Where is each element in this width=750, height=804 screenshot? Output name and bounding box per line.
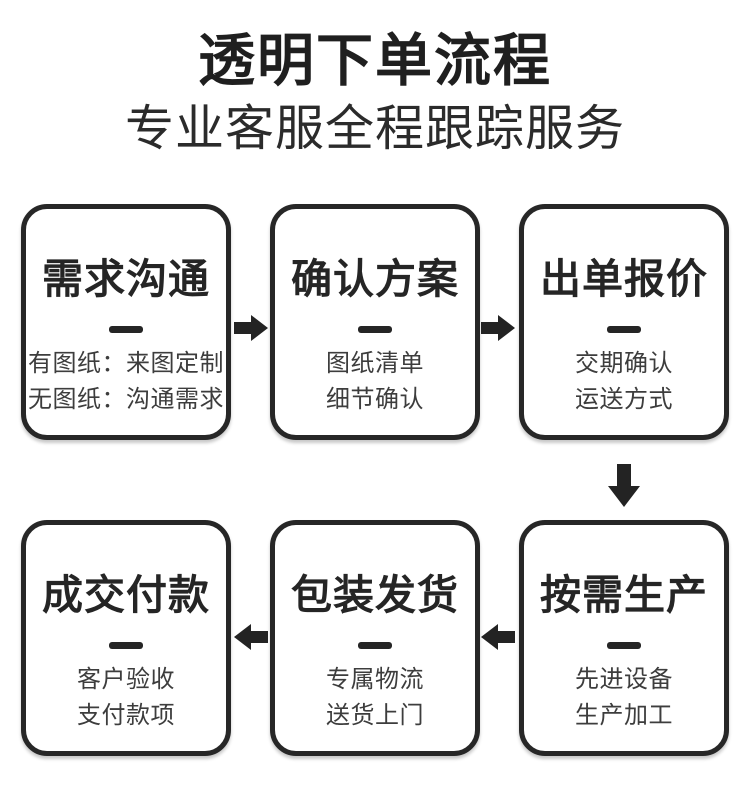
step-detail: 生产加工 — [575, 702, 673, 729]
divider-dash — [607, 642, 641, 649]
step-box-deal-payment: 成交付款 客户验收 支付款项 — [21, 520, 231, 756]
step-box-demand-communication: 需求沟通 有图纸：来图定制 无图纸：沟通需求 — [21, 204, 231, 440]
step-title: 确认方案 — [291, 256, 459, 302]
step-detail: 图纸清单 — [326, 350, 424, 377]
page-subtitle: 专业客服全程跟踪服务 — [124, 102, 625, 156]
arrow-right-icon — [481, 315, 515, 341]
divider-dash — [358, 326, 392, 333]
step-detail: 交期确认 — [575, 350, 673, 377]
step-detail: 细节确认 — [326, 386, 424, 413]
divider-dash — [358, 642, 392, 649]
arrow-down-icon — [606, 464, 642, 507]
divider-dash — [109, 642, 143, 649]
page-title: 透明下单流程 — [198, 29, 552, 93]
step-title: 需求沟通 — [42, 256, 210, 302]
divider-dash — [109, 326, 143, 333]
step-title: 按需生产 — [540, 572, 708, 618]
divider-dash — [607, 326, 641, 333]
step-detail: 客户验收 — [77, 666, 175, 693]
step-box-production: 按需生产 先进设备 生产加工 — [519, 520, 729, 756]
step-detail: 支付款项 — [77, 702, 175, 729]
step-detail: 送货上门 — [326, 702, 424, 729]
step-detail: 专属物流 — [326, 666, 424, 693]
step-detail: 先进设备 — [575, 666, 673, 693]
step-detail: 有图纸：来图定制 — [28, 350, 224, 377]
step-detail: 运送方式 — [575, 386, 673, 413]
arrow-left-icon — [481, 624, 515, 650]
step-box-confirm-plan: 确认方案 图纸清单 细节确认 — [270, 204, 480, 440]
step-box-quotation: 出单报价 交期确认 运送方式 — [519, 204, 729, 440]
step-title: 包装发货 — [291, 572, 459, 618]
arrow-right-icon — [234, 315, 268, 341]
step-box-pack-ship: 包装发货 专属物流 送货上门 — [270, 520, 480, 756]
step-title: 出单报价 — [540, 256, 708, 302]
arrow-left-icon — [234, 624, 268, 650]
step-detail: 无图纸：沟通需求 — [28, 386, 224, 413]
step-title: 成交付款 — [42, 572, 210, 618]
